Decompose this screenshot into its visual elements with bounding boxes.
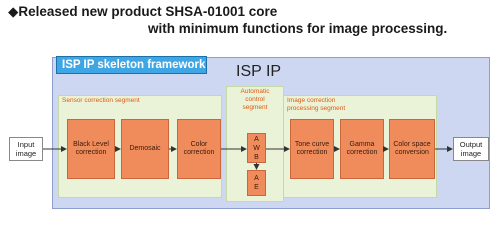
flow-arrows: [43, 146, 453, 170]
demosaic-block: Demosaic: [121, 119, 169, 179]
auto-label-line-1: Automatic: [240, 88, 270, 95]
output-image-label: Output image: [459, 140, 483, 158]
headline-line-2: with minimum functions for image process…: [148, 21, 448, 36]
tone-curve-label: Tone curve correction: [294, 140, 330, 157]
image-label-line-1: Image correction: [287, 97, 336, 104]
ae-block: A E: [247, 170, 266, 196]
color-space-label: Color space conversion: [393, 140, 431, 157]
input-image-label: Input image: [15, 140, 37, 158]
isp-ip-label: ISP IP: [236, 63, 282, 80]
demosaic-label: Demosaic: [129, 144, 161, 152]
ae-label: A E: [254, 175, 259, 191]
framework-title: ISP IP skeleton framework: [56, 56, 207, 74]
tone-curve-correction-block: Tone curve correction: [290, 119, 334, 179]
color-correction-block: Color correction: [177, 119, 221, 179]
gamma-correction-block: Gamma correction: [340, 119, 384, 179]
color-correction-label: Color correction: [183, 140, 215, 157]
black-level-label: Black Level correction: [73, 140, 109, 157]
output-image-box: Output image: [453, 137, 489, 161]
awb-label: A W B: [253, 135, 260, 161]
black-level-correction-block: Black Level correction: [67, 119, 115, 179]
input-image-box: Input image: [9, 137, 43, 161]
gamma-label: Gamma correction: [346, 140, 378, 157]
image-label-line-2: processing segment: [287, 105, 346, 112]
auto-label-line-3: segment: [242, 104, 268, 111]
auto-label-line-2: control: [245, 96, 265, 103]
auto-segment-label: Automatic control segment: [228, 88, 282, 112]
sensor-segment-label: Sensor correction segment: [62, 97, 140, 104]
headline-line-1: ◆Released new product SHSA-01001 core: [8, 4, 278, 19]
color-space-conversion-block: Color space conversion: [389, 119, 435, 179]
awb-block: A W B: [247, 133, 266, 163]
image-segment-label: Image correction processing segment: [287, 97, 345, 113]
